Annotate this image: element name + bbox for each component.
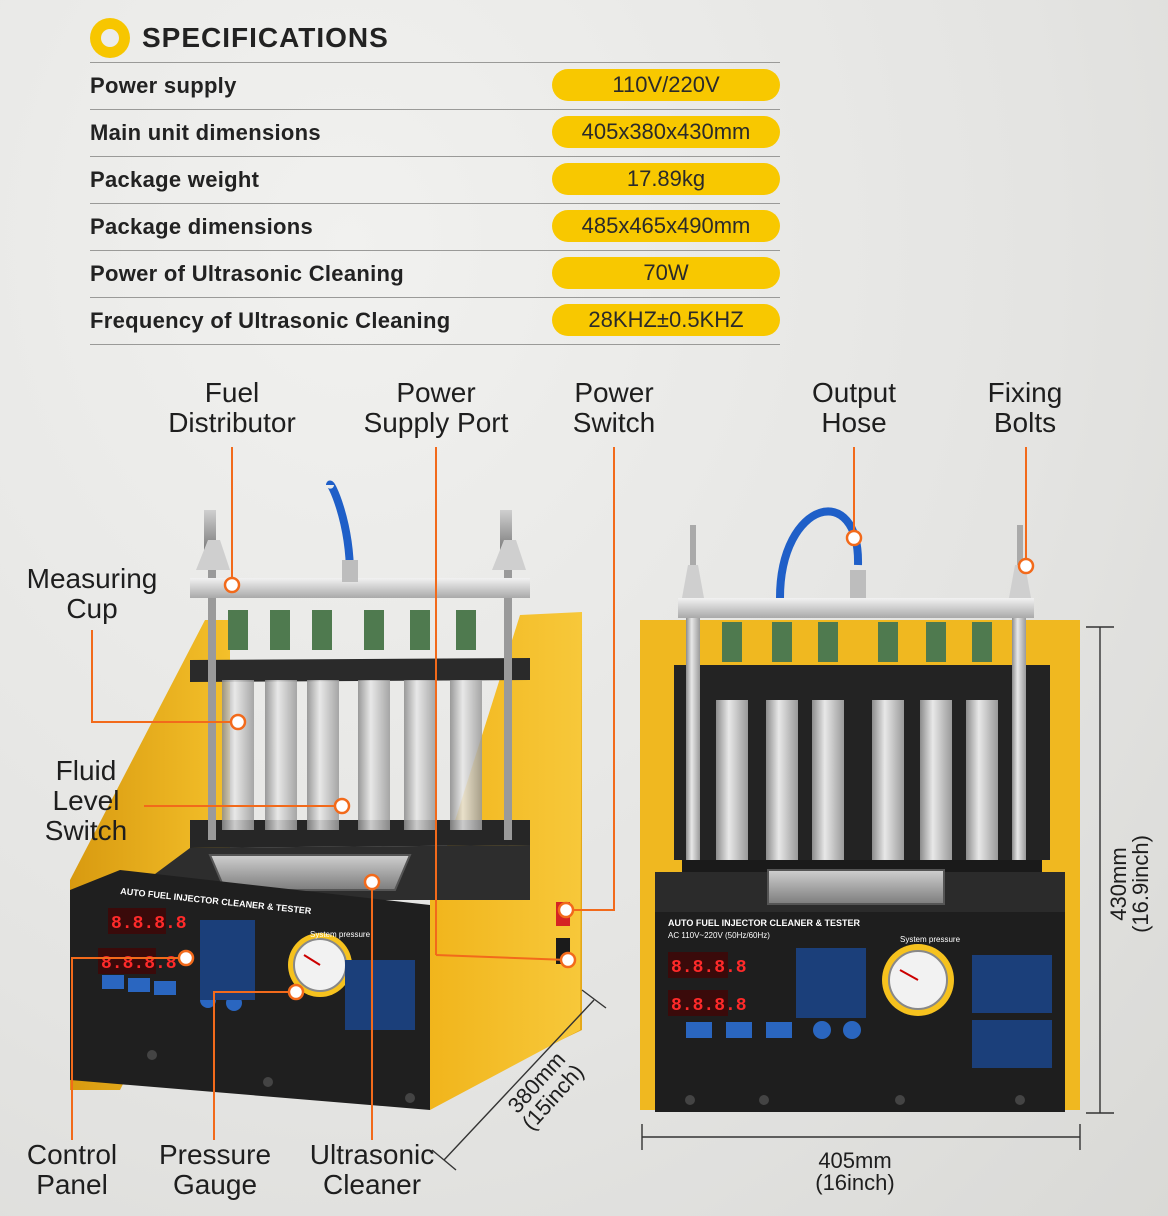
spec-value: 70W [552,257,780,289]
spec-row-main-unit-dimensions: Main unit dimensions 405x380x430mm [90,110,780,157]
spec-row-package-dimensions: Package dimensions 485x465x490mm [90,204,780,251]
pressure-gauge-marker [287,983,305,1001]
display-right-top: 8.8.8.8 [671,958,747,978]
fixing-bolts-marker [1017,557,1035,575]
callout-pressure-gauge: Pressure Gauge [158,1139,272,1200]
dimension-width: 405mm (16inch) [815,1148,895,1195]
power-supply-port-marker [559,951,577,969]
display-right-bottom: 8.8.8.8 [671,996,747,1016]
measuring-cup-marker [229,713,247,731]
callout-lines [71,447,1027,1140]
fluid-level-switch-marker [333,797,351,815]
spec-row-ultrasonic-power: Power of Ultrasonic Cleaning 70W [90,251,780,298]
spec-value: 485x465x490mm [552,210,780,242]
gauge-label-left: System pressure [310,930,371,939]
fuel-distributor-marker [223,576,241,594]
spec-label: Package weight [90,167,260,192]
dimension-height: 430mm (16.9inch) [1106,835,1153,933]
output-hose-marker [845,529,863,547]
power-switch-marker [557,901,575,919]
left-device: 8.8.8.8 8.8.8.8 AUTO FUEL INJECTOR CLEAN… [70,480,582,1110]
callout-measuring-cup: Measuring Cup [26,563,158,624]
spec-row-ultrasonic-frequency: Frequency of Ultrasonic Cleaning 28KHZ±0… [90,298,780,345]
specifications-table: Power supply 110V/220V Main unit dimensi… [90,62,780,345]
spec-label: Frequency of Ultrasonic Cleaning [90,308,451,333]
specifications-title: SPECIFICATIONS [142,22,389,53]
callout-power-switch: Power Switch [572,377,656,438]
spec-label: Main unit dimensions [90,120,321,145]
device-voltage: AC 110V~220V (50Hz/60Hz) [668,931,770,940]
spec-label: Power supply [90,73,237,98]
callout-fuel-distributor: Fuel Distributor [168,377,296,438]
gauge-label-right: System pressure [900,935,961,944]
spec-value: 17.89kg [552,163,780,195]
callout-control-panel: Control Panel [26,1139,118,1200]
spec-label: Power of Ultrasonic Cleaning [90,261,405,286]
spec-value: 28KHZ±0.5KHZ [552,304,780,336]
callout-ultrasonic-cleaner: Ultrasonic Cleaner [309,1139,435,1200]
spec-value: 110V/220V [552,69,780,101]
ultrasonic-cleaner-marker [363,873,381,891]
specifications-header: SPECIFICATIONS [90,16,389,60]
callout-fluid-level-switch: Fluid Level Switch [44,755,128,846]
callout-power-supply-port: Power Supply Port [363,377,509,438]
callout-output-hose: Output Hose [811,377,897,438]
spec-value: 405x380x430mm [552,116,780,148]
dimension-lines [431,626,1114,1171]
right-device: AUTO FUEL INJECTOR CLEANER & TESTER AC 1… [640,507,1080,1112]
control-panel-marker [177,949,195,967]
display-top: 8.8.8.8 [111,914,187,934]
device-title-right: AUTO FUEL INJECTOR CLEANER & TESTER [668,918,861,928]
callout-fixing-bolts: Fixing Bolts [987,377,1063,438]
spec-label: Package dimensions [90,214,314,239]
circle-icon [90,18,130,58]
spec-row-package-weight: Package weight 17.89kg [90,157,780,204]
spec-row-power-supply: Power supply 110V/220V [90,62,780,110]
